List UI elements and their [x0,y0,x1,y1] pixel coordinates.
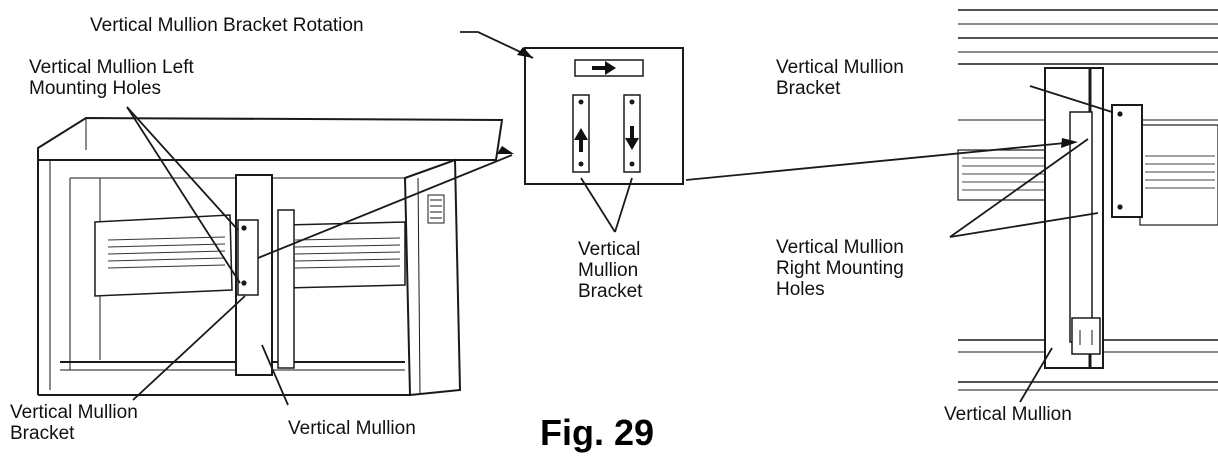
bracket-bottom-left-label: Vertical Mullion Bracket [10,402,138,444]
closeup-drawing [957,9,1218,391]
cooler-cabinet-drawing [37,116,504,397]
leader-lines [126,31,1113,406]
bracket-rotation-box [524,47,684,185]
left-mounting-holes-label: Vertical Mullion Left Mounting Holes [29,57,194,99]
arrow-right-icon [592,61,616,75]
mullion-bottom-left-label: Vertical Mullion [288,418,416,439]
arrowheads [497,47,1078,154]
mullion-bottom-right-label: Vertical Mullion [944,404,1072,425]
arrow-up-icon [574,128,588,152]
right-mounting-holes-label: Vertical Mullion Right Mounting Holes [776,237,904,300]
bracket-rotation-label: Vertical Mullion Bracket Rotation [90,15,364,36]
arrow-down-icon [625,126,639,150]
bracket-center-label: Vertical Mullion Bracket [578,239,643,302]
figure-caption: Fig. 29 [540,412,655,453]
bracket-top-right-label: Vertical Mullion Bracket [776,57,904,99]
